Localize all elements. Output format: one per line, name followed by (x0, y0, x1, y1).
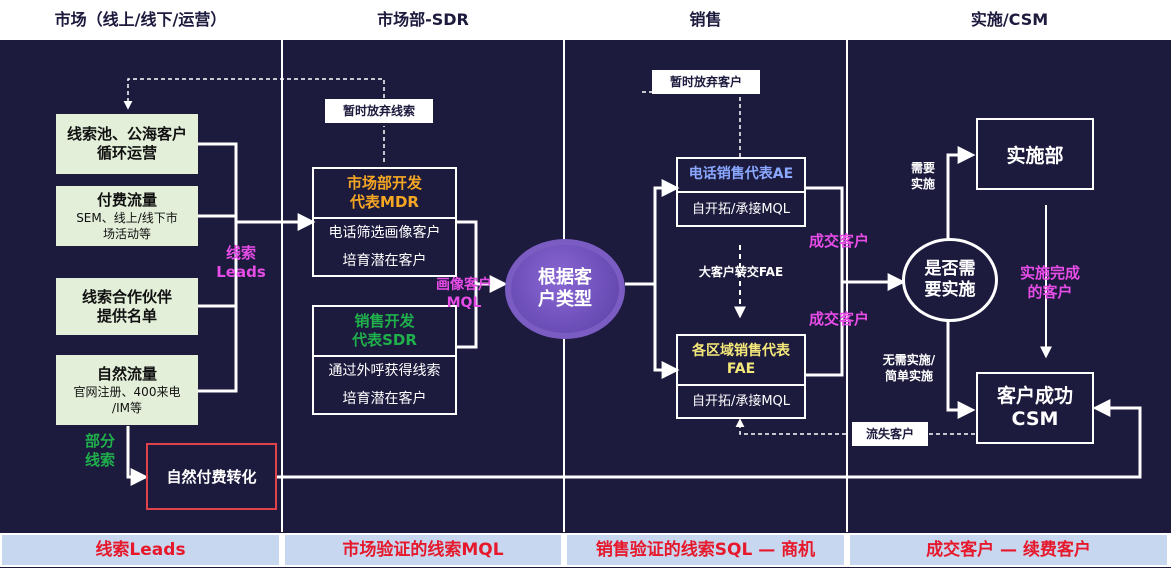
sdr-title: 销售开发 代表SDR (352, 312, 417, 349)
source-title: 付费流量 (96, 190, 157, 209)
ae-title: 电话销售代表AE (688, 166, 794, 182)
mdr-title: 市场部开发 代表MDR (346, 174, 422, 211)
footer-leads: 线索Leads (2, 535, 279, 565)
classify-circle: 根据客 户类型 (505, 239, 625, 339)
note-abandon-customers: 暂时放弃客户 (652, 70, 760, 94)
label-partial-leads: 部分 线索 (84, 432, 115, 469)
sdr-line2: 培育潜在客户 (342, 391, 427, 407)
ae-line1: 自开拓/承接MQL (691, 202, 791, 217)
header-market: 市场（线上/线下/运营） (54, 10, 227, 29)
source-partner: 线索合作伙伴 提供名单 (56, 278, 198, 335)
fae-separator (678, 384, 804, 386)
fae-box: 各区域销售代表 FAE 自开拓/承接MQL (676, 334, 806, 419)
source-title: 线索池、公海客户 循环运营 (66, 125, 187, 162)
header-csm: 实施/CSM (970, 10, 1049, 29)
footer-sql: 销售验证的线索SQL — 商机 (567, 535, 844, 565)
column-divider (281, 0, 283, 532)
sdr-separator (314, 355, 455, 357)
natural-paid-box: 自然付费转化 (146, 443, 277, 510)
label-impl-done: 实施完成 的客户 (1019, 264, 1080, 301)
classify-label: 根据客 户类型 (538, 267, 592, 310)
sdr-line1: 通过外呼获得线索 (328, 363, 441, 379)
source-title: 线索合作伙伴 提供名单 (81, 287, 172, 325)
label-deal-2: 成交客户 (808, 310, 869, 328)
csm-box: 客户成功 CSM (976, 372, 1094, 444)
ae-box: 电话销售代表AE 自开拓/承接MQL (676, 157, 806, 227)
source-lead-pool: 线索池、公海客户 循环运营 (56, 114, 198, 174)
source-organic: 自然流量 官网注册、400来电 /IM等 (56, 355, 198, 425)
natural-paid-label: 自然付费转化 (166, 468, 257, 486)
csm-label: 客户成功 CSM (996, 385, 1073, 430)
note-abandon-leads: 暂时放弃线索 (325, 99, 433, 123)
mdr-box: 市场部开发 代表MDR 电话筛选画像客户 培育潜在客户 (312, 167, 457, 277)
label-mql: 画像客户 MQL (436, 277, 492, 311)
decision-circle: 是否需 要实施 (902, 238, 998, 322)
footer-mql: 市场验证的线索MQL (285, 535, 561, 565)
source-subtitle: 官网注册、400来电 /IM等 (73, 384, 181, 415)
fae-line1: 自开拓/承接MQL (691, 394, 791, 409)
label-no-impl: 无需实施/ 简单实施 (882, 353, 936, 383)
ae-separator (678, 191, 804, 193)
header-bar (0, 0, 1171, 40)
label-big-to-fae: 大客户转交FAE (698, 265, 784, 279)
label-deal-1: 成交客户 (808, 232, 869, 250)
impl-dept-box: 实施部 (976, 118, 1094, 190)
header-sales: 销售 (689, 10, 722, 29)
source-title: 自然流量 (96, 364, 157, 383)
label-need-impl: 需要 实施 (910, 161, 935, 191)
mdr-line2: 培育潜在客户 (342, 253, 427, 269)
note-lost-customers: 流失客户 (852, 422, 928, 446)
footer-customers: 成交客户 — 续费客户 (850, 535, 1167, 565)
column-divider (846, 0, 848, 532)
mdr-line1: 电话筛选画像客户 (328, 225, 441, 241)
header-sdr: 市场部-SDR (377, 10, 469, 29)
decision-label: 是否需 要实施 (924, 259, 976, 300)
impl-dept-label: 实施部 (1006, 144, 1064, 167)
mdr-separator (314, 217, 455, 219)
sdr-box: 销售开发 代表SDR 通过外呼获得线索 培育潜在客户 (312, 305, 457, 415)
source-paid-traffic: 付费流量 SEM、线上/线下市 场活动等 (56, 186, 198, 246)
source-subtitle: SEM、线上/线下市 场活动等 (76, 210, 178, 241)
fae-title: 各区域销售代表 FAE (692, 343, 790, 377)
label-leads: 线索 Leads (216, 244, 266, 281)
